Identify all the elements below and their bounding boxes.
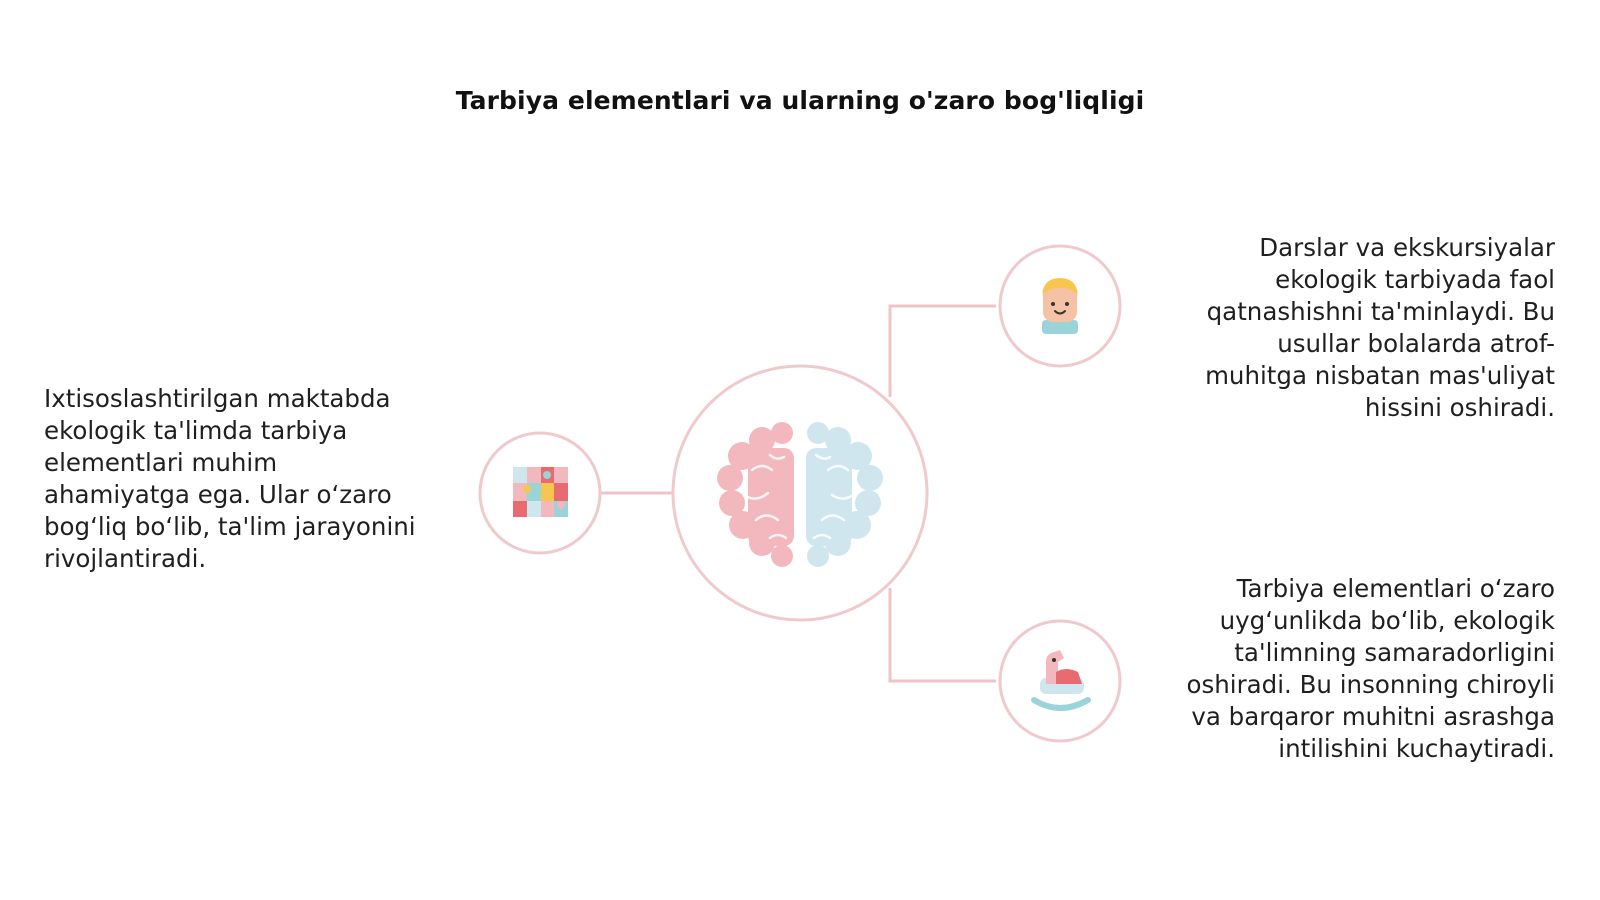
child-icon — [1042, 278, 1078, 334]
top-right-node-text: Darslar va ekskursiyalar ekologik tarbiy… — [1205, 233, 1555, 422]
bottom-right-node-text: Tarbiya elementlari o‘zaro uyg‘unlikda b… — [1186, 574, 1556, 763]
connector-top-right — [888, 304, 996, 397]
bottom-right-node — [998, 619, 1122, 743]
connector-lines — [600, 304, 996, 683]
brain-icon — [717, 422, 883, 567]
center-node — [671, 364, 929, 622]
center-node-ring — [671, 364, 929, 622]
page-title: Tarbiya elementlari va ularning o'zaro b… — [455, 86, 1145, 115]
left-node — [478, 431, 602, 555]
connector-bottom-right — [888, 588, 996, 683]
top-right-node — [998, 244, 1122, 368]
rocking-horse-icon — [1031, 650, 1091, 711]
left-node-text: Ixtisoslashtirilgan maktabda ekologik ta… — [44, 384, 416, 573]
puzzle-icon — [513, 467, 568, 517]
